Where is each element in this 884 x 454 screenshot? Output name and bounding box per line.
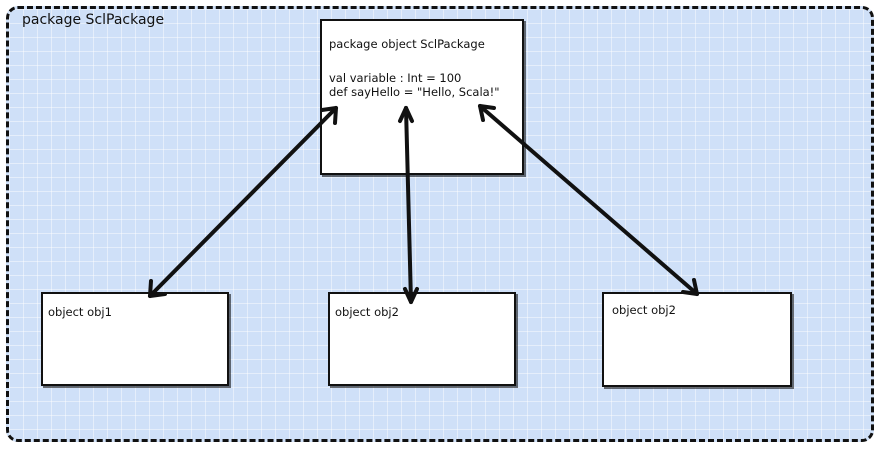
object-box-obj2-right: object obj2 — [602, 292, 792, 387]
object-title: object obj1 — [48, 305, 112, 319]
object-box-obj2: object obj2 — [328, 292, 516, 386]
package-object-title: package object SclPackage — [329, 37, 485, 51]
package-object-box: package object SclPackage val variable :… — [320, 19, 524, 175]
object-title: object obj2 — [335, 305, 399, 319]
package-label: package SclPackage — [22, 12, 165, 28]
variable-line: val variable : Int = 100 — [329, 71, 462, 85]
object-title: object obj2 — [612, 303, 676, 317]
sayhello-line: def sayHello = "Hello, Scala!" — [329, 85, 500, 99]
object-box-obj1: object obj1 — [41, 292, 229, 386]
